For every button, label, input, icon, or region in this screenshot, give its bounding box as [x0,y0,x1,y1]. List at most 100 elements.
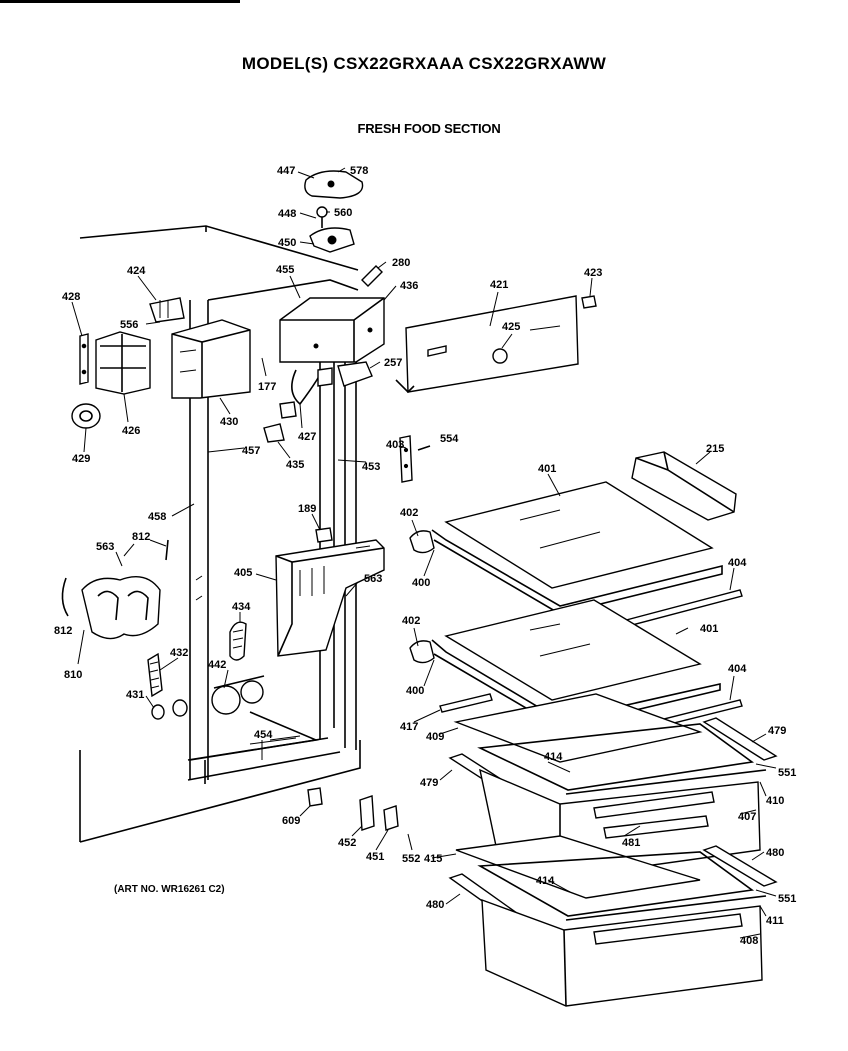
bracket-428 [79,333,89,385]
cover-part-447 [304,170,364,199]
callout-563-left: 563 [96,541,114,553]
leader-lines [71,167,777,939]
callout-215: 215 [706,443,724,455]
cropped-top-edge [0,0,240,3]
light-housing-430 [171,319,251,399]
callout-479-left: 479 [420,777,438,789]
crisper-pan-408 [481,898,763,1007]
callout-431: 431 [126,689,144,701]
knob-423 [581,295,597,309]
callout-609: 609 [282,815,300,827]
callout-280: 280 [392,257,410,269]
callout-453: 453 [362,461,380,473]
callout-432: 432 [170,647,188,659]
callout-552: 552 [402,853,420,865]
part-609 [307,787,323,807]
callout-403: 403 [386,439,404,451]
callout-405: 405 [234,567,252,579]
control-housing-436 [279,297,385,363]
callout-551-upper: 551 [778,767,796,779]
hinge-451 [383,805,399,831]
callout-812-left: 812 [54,625,72,637]
callout-560: 560 [334,207,352,219]
callout-404-upper: 404 [728,557,747,569]
art-number: (ART NO. WR16261 C2) [114,884,225,895]
tray-215 [631,451,737,521]
fan-grille-432 [147,652,163,698]
callout-454: 454 [254,729,273,741]
model-title: MODEL(S) CSX22GRXAAA CSX22GRXAWW [241,54,607,73]
screw-554 [417,445,431,451]
callout-434: 434 [232,601,251,613]
callout-415: 415 [424,853,442,865]
callout-400-upper: 400 [412,577,430,589]
thermostat-257 [337,361,373,387]
callout-409: 409 [426,731,444,743]
part-280 [361,265,383,287]
control-panel-421 [395,295,579,394]
callout-551-lower: 551 [778,893,796,905]
callout-451: 451 [366,851,384,863]
callout-407: 407 [738,811,756,823]
crisper-frame-414-lower [477,851,755,917]
part-189 [315,527,333,543]
callout-401-lower: 401 [700,623,718,635]
callout-401-upper: 401 [538,463,556,475]
callout-408: 408 [740,935,758,947]
callout-189: 189 [298,503,316,515]
callout-578: 578 [350,165,368,177]
callout-423: 423 [584,267,602,279]
callout-410: 410 [766,795,784,807]
callout-810: 810 [64,669,82,681]
bracket-452 [359,795,375,831]
callout-414-lower: 414 [536,875,555,887]
motor-429 [71,403,101,429]
callout-177: 177 [258,381,276,393]
callout-455: 455 [276,264,294,276]
callout-411: 411 [766,915,784,927]
callout-429: 429 [72,453,90,465]
callout-447: 447 [277,165,295,177]
bracket-450 [309,227,355,253]
callout-479-right: 479 [768,725,786,737]
callout-404-lower: 404 [728,663,747,675]
clip-435 [263,423,285,443]
callout-458: 458 [148,511,166,523]
callout-424: 424 [127,265,146,277]
callout-430: 430 [220,416,238,428]
callout-421: 421 [490,279,508,291]
callout-425: 425 [502,321,520,333]
callout-402-lower: 402 [402,615,420,627]
callout-414-upper: 414 [544,751,563,763]
callout-563-right: 563 [364,573,382,585]
callout-labels: 447 578 448 560 450 280 424 455 436 421 … [54,165,796,947]
callout-417: 417 [400,721,418,733]
callout-448: 448 [278,208,296,220]
grommet-431 [151,699,188,720]
section-title: FRESH FOOD SECTION [357,121,501,136]
callout-400-lower: 400 [406,685,424,697]
slide-479-right [702,717,778,761]
callout-481: 481 [622,837,640,849]
crisper-rail-410 [565,769,767,795]
tube-812-left [61,577,69,617]
shelf-401-upper [444,481,714,589]
callout-556: 556 [120,319,138,331]
callout-402-upper: 402 [400,507,418,519]
callout-480-left: 480 [426,899,444,911]
evaporator-heater-810 [81,576,161,640]
callout-257: 257 [384,357,402,369]
grille-434 [229,621,247,661]
fan-housing-426 [95,331,151,395]
callout-442: 442 [208,659,226,671]
callout-427: 427 [298,431,316,443]
switch-424 [149,297,185,323]
shelf-401-lower [444,599,702,701]
crisper-rail-411 [565,895,767,921]
callout-450: 450 [278,237,296,249]
screw-560 [316,206,328,228]
crisper-frame-414-upper [477,723,755,791]
callout-812-right: 812 [132,531,150,543]
slide-480-right [702,845,778,887]
crisper-cover-409 [453,693,703,763]
